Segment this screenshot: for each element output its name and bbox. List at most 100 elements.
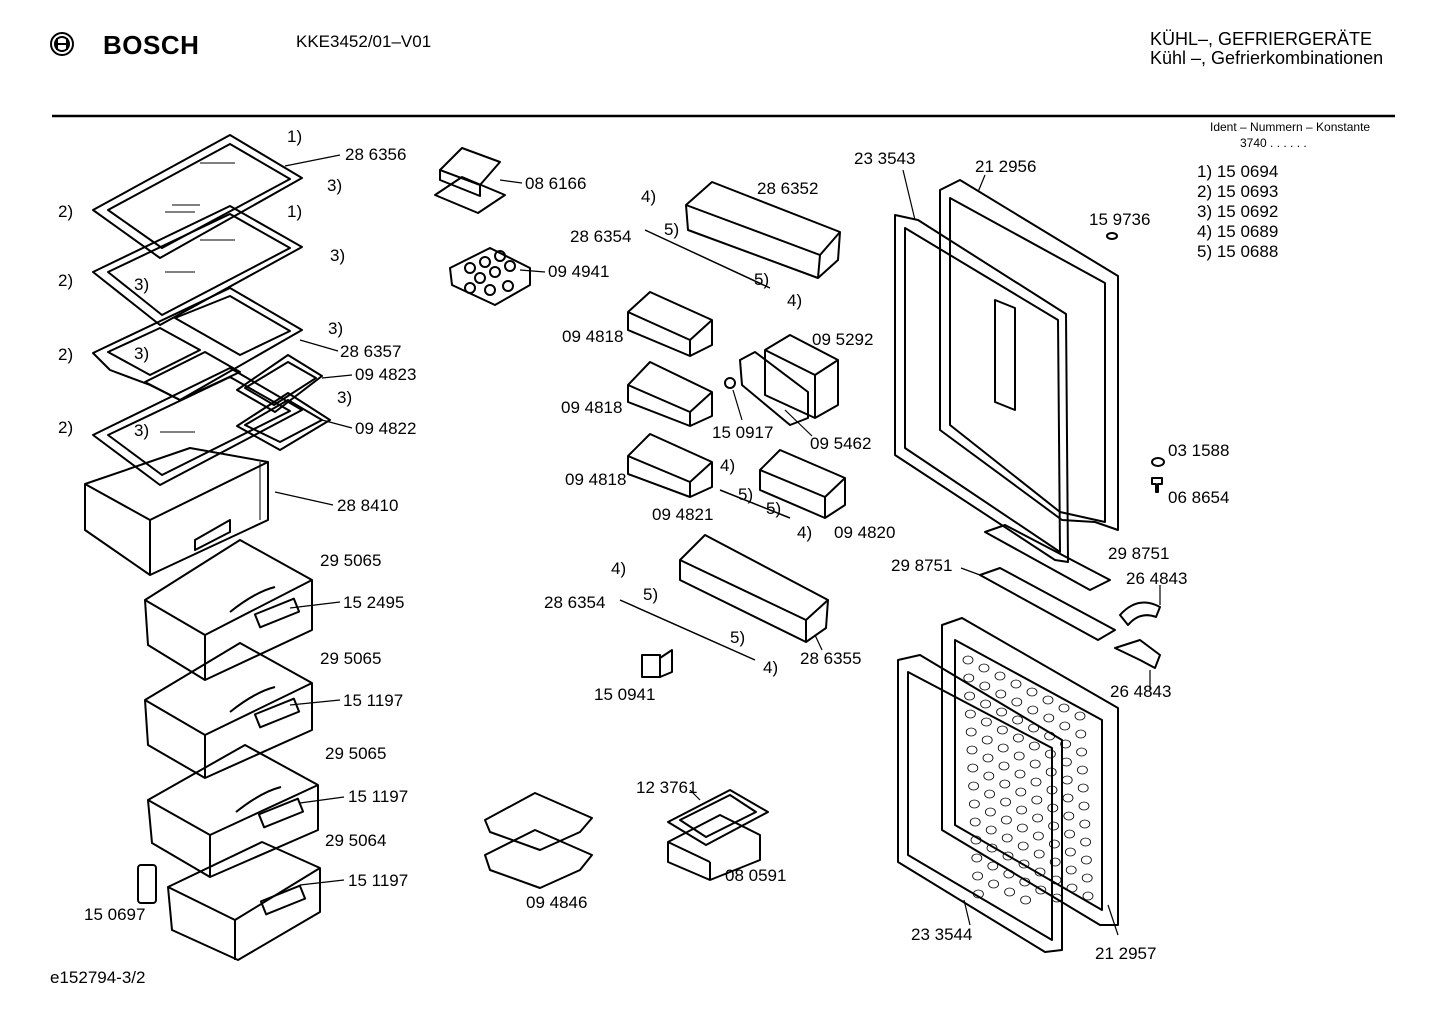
door-dimple — [1061, 757, 1072, 767]
part-number: 29 5065 — [325, 744, 387, 763]
door-dimple — [964, 691, 975, 701]
door-dimple — [1074, 711, 1086, 721]
glass-shelf-top — [92, 134, 303, 259]
door-dimple — [1060, 739, 1071, 749]
door-dimple — [1033, 849, 1045, 859]
door-dimple — [1029, 741, 1040, 751]
door-dimple — [1064, 829, 1075, 839]
part-number: 28 8410 — [337, 496, 399, 515]
fridge-door — [939, 179, 1119, 531]
part-number: 28 6352 — [757, 179, 819, 198]
door-dimple — [1077, 783, 1089, 793]
door-dimple — [1047, 803, 1059, 813]
door-dimple — [966, 745, 978, 755]
door-dimple — [1048, 821, 1059, 831]
door-dimple — [969, 799, 980, 809]
callout: 1) — [287, 202, 303, 221]
door-dimple — [981, 735, 993, 745]
part-number: 08 0591 — [725, 866, 787, 885]
part-number: 15 1197 — [343, 691, 404, 710]
door-dimple — [1063, 811, 1075, 821]
crisper-drawer-1 — [144, 539, 313, 681]
door-dimple — [1020, 895, 1031, 905]
callout: 4) — [641, 187, 657, 206]
door-dimple — [1077, 765, 1088, 775]
door-dimple — [1013, 733, 1024, 743]
egg-tray — [449, 247, 531, 306]
callout: 4) — [611, 559, 627, 578]
part-number: 09 4823 — [355, 365, 417, 384]
door-dimple — [973, 889, 984, 899]
door-dimple — [980, 699, 991, 709]
door-dimple — [1034, 867, 1046, 877]
door-dimple — [1013, 751, 1025, 761]
door-dimple — [1046, 785, 1058, 795]
part-number: 28 6355 — [800, 649, 862, 668]
part-number: 06 8654 — [1168, 488, 1230, 507]
door-dimple — [1017, 841, 1029, 851]
dairy-compartment — [739, 334, 839, 426]
door-dimple — [967, 763, 979, 773]
door-dimple — [1001, 833, 1013, 843]
legend-item: 5) 15 0688 — [1197, 242, 1279, 261]
door-dimple — [988, 879, 999, 889]
door-dimple — [970, 835, 982, 845]
legend-item: 3) 15 0692 — [1197, 202, 1279, 221]
glass-shelf-2 — [92, 205, 303, 326]
callout: 5) — [664, 220, 680, 239]
shelf-rail-top — [644, 229, 771, 289]
legend-item: 4) 15 0689 — [1197, 222, 1279, 241]
door-bin-small-right — [759, 449, 846, 519]
freezer-door-gasket — [897, 654, 1063, 953]
door-dimple — [982, 753, 994, 763]
door-dimple — [1042, 695, 1054, 705]
part-number: 28 6356 — [345, 145, 407, 164]
door-dimple — [1081, 855, 1092, 865]
screw-icon — [1151, 477, 1163, 493]
door-dimple — [968, 781, 979, 791]
part-number: 15 0941 — [594, 685, 656, 704]
door-dimple — [1010, 679, 1022, 689]
callout: 3) — [134, 275, 150, 294]
door-dimple — [1030, 777, 1042, 787]
part-number: 09 4818 — [562, 327, 624, 346]
door-dimple — [1003, 869, 1015, 879]
part-number: 29 5065 — [320, 551, 382, 570]
part-number: 09 5292 — [812, 330, 874, 349]
door-dimple — [998, 761, 1010, 771]
callout: 1) — [287, 127, 303, 146]
fridge-door-gasket — [894, 214, 1069, 563]
title-line-2: Kühl –, Gefrierkombinationen — [1150, 48, 1384, 68]
freezer-door — [941, 617, 1119, 926]
door-dimple — [1050, 875, 1062, 885]
document-id: e152794-3/2 — [50, 968, 146, 987]
door-dimple — [1065, 865, 1077, 875]
door-dimple — [1015, 787, 1027, 797]
door-dimple — [1031, 795, 1043, 805]
door-dimple — [996, 707, 1007, 717]
callout: 3) — [134, 421, 150, 440]
door-dimple — [997, 725, 1008, 735]
door-dimple — [1032, 813, 1043, 823]
door-dimple — [1081, 873, 1093, 883]
door-dimple — [1014, 769, 1026, 779]
door-shelf-bottom — [679, 534, 829, 643]
part-number: 15 1197 — [348, 871, 409, 890]
part-number: 21 2957 — [1095, 944, 1157, 963]
door-dimple — [997, 743, 1009, 753]
title-line-1: KÜHL–, GEFRIERGERÄTE — [1150, 29, 1373, 49]
door-dimple — [1066, 883, 1078, 893]
callout: 5) — [754, 270, 770, 289]
part-number: 15 9736 — [1089, 210, 1151, 229]
part-number: 28 6354 — [544, 593, 606, 612]
door-dimple — [984, 789, 995, 799]
part-number: 28 6357 — [340, 342, 402, 361]
door-dimple — [1027, 705, 1039, 715]
part-number: 15 0917 — [712, 423, 774, 442]
callout: 4) — [787, 291, 803, 310]
door-dimple — [1075, 729, 1087, 739]
model-number: KKE3452/01–V01 — [296, 32, 432, 51]
door-dimple — [1004, 887, 1015, 897]
door-dimple — [1082, 891, 1094, 901]
door-dimple — [969, 817, 981, 827]
